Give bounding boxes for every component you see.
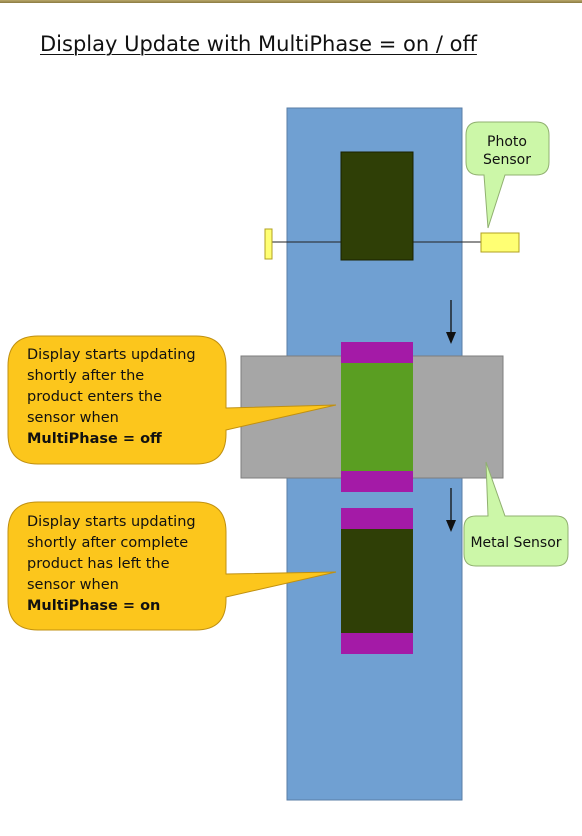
callout-off-condition: MultiPhase = off (27, 431, 162, 447)
metal-sensor-label-text: Metal Sensor (470, 535, 561, 551)
callout-on-line-4: sensor when (27, 577, 119, 593)
callout-on-line-3: product has left the (27, 556, 170, 572)
top-rule (0, 0, 582, 3)
callout-off-line-1: Display starts updating (27, 347, 196, 363)
callout-on-line-1: Display starts updating (27, 514, 196, 530)
metal-sensor-label: Metal Sensor (463, 461, 569, 567)
callout-on-line-2: shortly after complete (27, 535, 188, 551)
callout-off-line-2: shortly after the (27, 368, 144, 384)
photo-sensor-label-line-1: Photo (487, 134, 527, 150)
page-title: Display Update with MultiPhase = on / of… (40, 32, 477, 56)
photo-sensor-emitter (480, 232, 520, 253)
product-before-sensor (340, 151, 414, 261)
callout-multiphase-on: Display starts updating shortly after co… (7, 501, 337, 631)
callout-multiphase-off: Display starts updating shortly after th… (7, 335, 337, 465)
direction-arrow-2 (446, 488, 456, 532)
photo-sensor-label-line-2: Sensor (483, 152, 531, 168)
photo-sensor-receiver (264, 228, 273, 260)
callout-on-condition: MultiPhase = on (27, 598, 160, 614)
product-in-sensor (341, 342, 413, 492)
product-after-sensor (341, 508, 413, 654)
direction-arrow-1 (446, 300, 456, 344)
photo-sensor-label: Photo Sensor (465, 121, 550, 229)
callout-off-line-4: sensor when (27, 410, 119, 426)
callout-off-line-3: product enters the (27, 389, 162, 405)
